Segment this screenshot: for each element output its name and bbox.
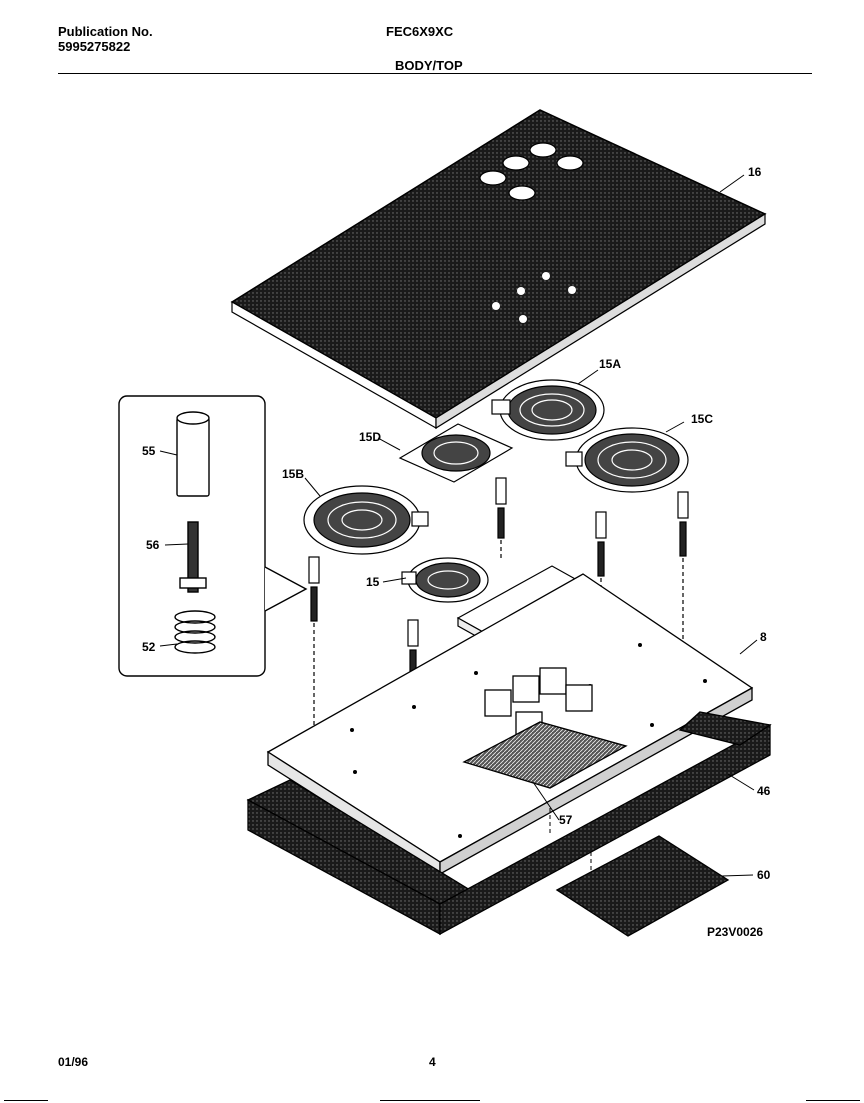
footer-page-number: 4 bbox=[429, 1055, 436, 1069]
callout-15b: 15B bbox=[282, 467, 304, 481]
callout-15c: 15C bbox=[691, 412, 713, 426]
callout-60: 60 bbox=[757, 868, 771, 882]
callout-16: 16 bbox=[748, 165, 762, 179]
surface-element-15c bbox=[565, 427, 689, 493]
insulation-pad bbox=[555, 835, 730, 937]
callout-15a: 15A bbox=[599, 357, 621, 371]
callout-57: 57 bbox=[559, 813, 573, 827]
publication-number: 5995275822 bbox=[58, 39, 131, 54]
bracket-guide bbox=[549, 808, 592, 870]
callout-15d: 15D bbox=[359, 430, 381, 444]
callout-46: 46 bbox=[757, 784, 771, 798]
surface-element-15a bbox=[491, 379, 605, 441]
crop-mark-center bbox=[380, 1100, 480, 1101]
surface-element-15 bbox=[401, 557, 489, 603]
section-title: BODY/TOP bbox=[395, 58, 463, 73]
footer-date: 01/96 bbox=[58, 1055, 89, 1069]
burner-box bbox=[266, 573, 754, 876]
figure-id: P23V0026 bbox=[707, 925, 763, 939]
callout-52: 52 bbox=[142, 640, 156, 654]
crop-mark-left bbox=[4, 1100, 48, 1101]
crop-mark-right bbox=[806, 1100, 860, 1101]
surface-element-15b bbox=[303, 485, 429, 555]
leader-lines bbox=[159, 174, 758, 877]
callout-55: 55 bbox=[142, 444, 156, 458]
publication-label: Publication No. bbox=[58, 24, 153, 39]
callout-15: 15 bbox=[366, 575, 380, 589]
detail-inset bbox=[118, 395, 308, 677]
bottom-pan bbox=[246, 711, 772, 936]
control-knobs bbox=[479, 142, 584, 201]
warmer-element-15d bbox=[398, 423, 514, 483]
callout-8: 8 bbox=[760, 630, 767, 644]
glass-cooktop bbox=[230, 109, 767, 430]
element-markers bbox=[492, 272, 576, 323]
header-rule bbox=[58, 73, 812, 74]
model-number: FEC6X9XC bbox=[386, 24, 454, 39]
callout-56: 56 bbox=[146, 538, 160, 552]
